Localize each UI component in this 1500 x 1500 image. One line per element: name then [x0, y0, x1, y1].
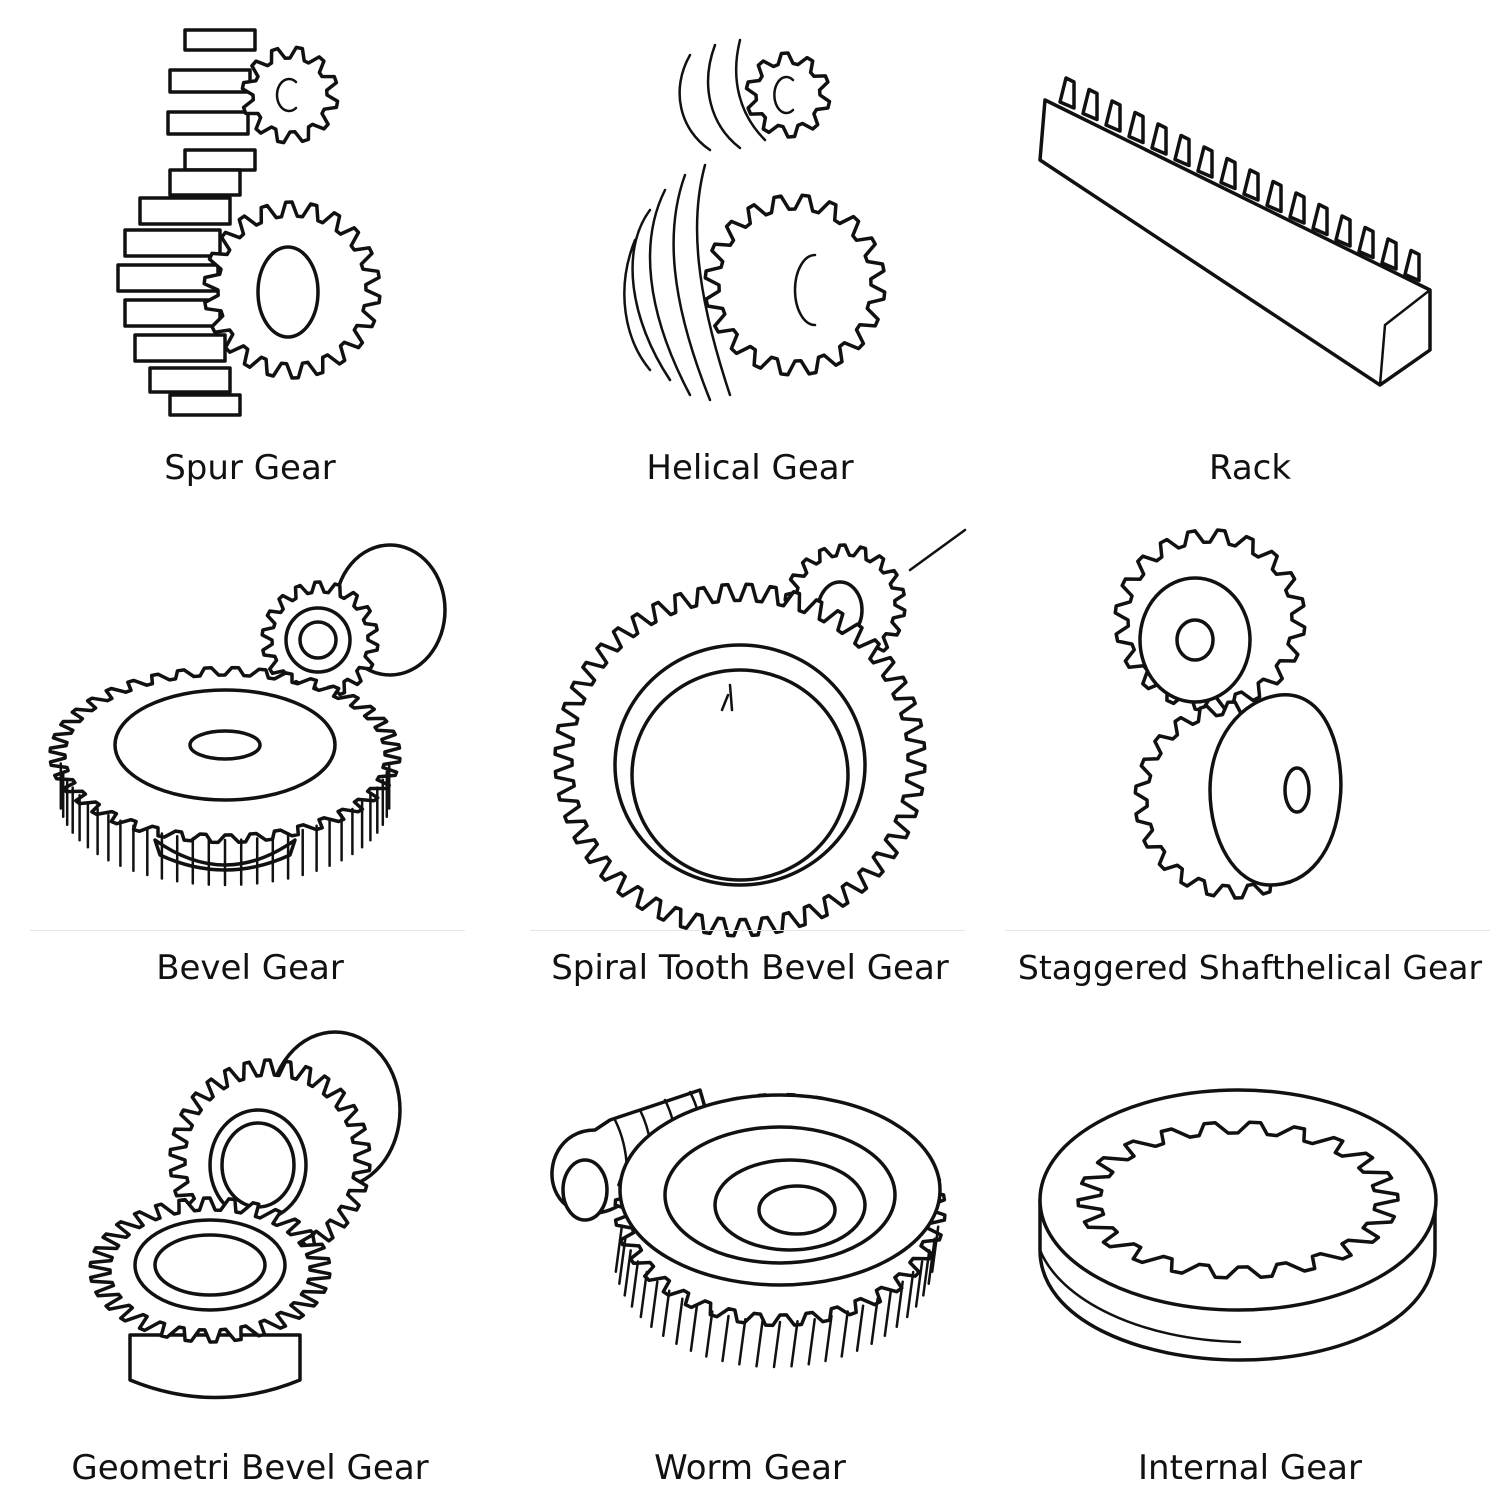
gear-outline	[59, 762, 391, 887]
helical-gear-tile: Helical Gear	[500, 0, 1000, 500]
gear-label: Spiral Tooth Bevel Gear	[551, 948, 949, 988]
gear-label: Worm Gear	[654, 1448, 846, 1488]
gear-label: Spur Gear	[164, 448, 336, 488]
gear-outline	[240, 45, 340, 145]
helical-gear-illustration	[623, 38, 887, 402]
divider	[1005, 930, 1490, 931]
internal-gear-illustration	[1038, 1088, 1438, 1362]
gear-label: Bevel Gear	[156, 948, 344, 988]
spiral-bevel-gear-tile: Spiral Tooth Bevel Gear	[500, 500, 1000, 1000]
geometric-bevel-gear-illustration	[88, 1030, 402, 1400]
spur-gear-illustration	[116, 28, 382, 417]
bevel-gear-tile: Bevel Gear	[0, 500, 500, 1000]
bevel-gear-illustration	[48, 543, 447, 887]
gear-outline	[744, 51, 832, 139]
geometric-bevel-gear-tile: Geometri Bevel Gear	[0, 1000, 500, 1500]
gear-label: Internal Gear	[1138, 1448, 1362, 1488]
staggered-helical-gear-tile: Staggered Shafthelical Gear	[1000, 500, 1500, 1000]
divider	[30, 930, 465, 931]
staggered-helical-gear-illustration	[1113, 528, 1343, 900]
spiral-bevel-gear-illustration	[500, 500, 967, 938]
gear-label: Geometri Bevel Gear	[71, 1448, 429, 1488]
gear-outline	[1058, 76, 1421, 283]
gear-outline	[614, 1225, 940, 1369]
gear-label: Rack	[1208, 448, 1292, 488]
gear-outline	[1076, 1120, 1400, 1280]
rack-illustration	[1000, 0, 1432, 387]
rack-tile: Rack	[1000, 0, 1500, 500]
gear-label: Staggered Shafthelical Gear	[1017, 948, 1483, 987]
internal-gear-tile: Internal Gear	[1000, 1000, 1500, 1500]
worm-gear-illustration	[550, 1088, 947, 1369]
gear-label: Helical Gear	[646, 448, 854, 488]
divider	[530, 930, 965, 931]
worm-gear-tile: Worm Gear	[500, 1000, 1000, 1500]
spur-gear-tile: Spur Gear	[0, 0, 500, 500]
